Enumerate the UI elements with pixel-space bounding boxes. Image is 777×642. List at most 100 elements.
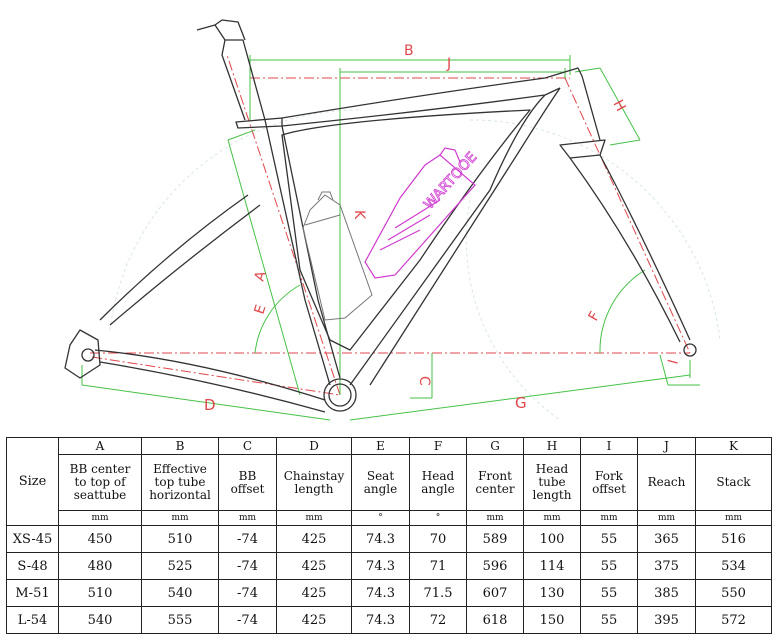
value-cell: 375 (637, 552, 696, 580)
desc-line: Reach (647, 475, 686, 489)
value-cell: 71.5 (409, 579, 467, 607)
col-unit: mm (695, 510, 772, 526)
desc-line: tube (538, 475, 566, 489)
value-cell: 607 (466, 579, 524, 607)
value-cell: 74.3 (351, 606, 410, 634)
reference-arcs (109, 109, 721, 421)
dim-label-f: F (586, 309, 604, 324)
desc-line: length (294, 481, 334, 496)
value-cell: 425 (276, 552, 352, 580)
value-cell: 74.3 (351, 525, 410, 553)
value-cell: 540 (58, 606, 142, 634)
bike-frame (64, 19, 697, 413)
dim-label-g: G (515, 394, 527, 412)
desc-line: center (475, 481, 515, 496)
value-cell: 534 (695, 552, 772, 580)
value-cell: 150 (523, 606, 581, 634)
table-row: L-54 540 555 -74 425 74.3 72 618 150 55 … (6, 606, 772, 634)
value-cell: -74 (218, 552, 277, 580)
value-cell: 618 (466, 606, 524, 634)
value-cell: 589 (466, 525, 524, 553)
value-cell: 55 (580, 579, 638, 607)
col-unit: mm (141, 510, 219, 526)
value-cell: 425 (276, 606, 352, 634)
desc-line: offset (230, 481, 265, 496)
value-cell: -74 (218, 579, 277, 607)
dim-label-h: H (609, 97, 628, 114)
value-cell: 450 (58, 525, 142, 553)
col-letter: B (141, 437, 219, 455)
size-cell: S-48 (6, 552, 59, 580)
col-letter: J (637, 437, 696, 455)
value-cell: 516 (695, 525, 772, 553)
value-cell: 596 (466, 552, 524, 580)
value-cell: 510 (141, 525, 219, 553)
value-cell: -74 (218, 606, 277, 634)
value-cell: 70 (409, 525, 467, 553)
table-letter-row: Size A B C D E F G H I J K (6, 437, 772, 526)
value-cell: 100 (523, 525, 581, 553)
value-cell: 114 (523, 552, 581, 580)
size-cell: XS-45 (6, 525, 59, 553)
col-letter: H (523, 437, 581, 455)
size-header: Size (6, 437, 59, 526)
desc-line: seattube (73, 488, 127, 502)
col-unit: ° (409, 510, 467, 526)
desc-line: offset (592, 481, 626, 496)
desc-line: angle (421, 481, 455, 496)
front-water-bottle: WARTOOE (364, 147, 481, 279)
value-cell: 525 (141, 552, 219, 580)
desc-line: BB (238, 468, 257, 483)
col-unit: mm (218, 510, 277, 526)
col-unit: mm (276, 510, 352, 526)
value-cell: 130 (523, 579, 581, 607)
dim-label-d: D (204, 396, 216, 414)
value-cell: 55 (580, 552, 638, 580)
desc-line: Chainstay (283, 468, 345, 483)
desc-line: Front (478, 468, 512, 483)
dim-label-e: E (252, 303, 270, 316)
dim-label-b: B (404, 43, 414, 59)
value-cell: 74.3 (351, 579, 410, 607)
desc-line: to top of (74, 475, 126, 489)
col-letter: C (218, 437, 277, 455)
dim-label-c: C (416, 376, 432, 386)
desc-line: Stack (716, 475, 751, 489)
col-description: Reach (637, 454, 696, 511)
dim-label-i: I (665, 358, 682, 366)
col-letter: G (466, 437, 524, 455)
value-cell: 55 (580, 525, 638, 553)
value-cell: 55 (580, 606, 638, 634)
dim-label-j: J (446, 56, 451, 72)
value-cell: 425 (276, 525, 352, 553)
table-row: XS-45 450 510 -74 425 74.3 70 589 100 55… (6, 525, 772, 553)
desc-line: Fork (595, 468, 623, 483)
table-unit-row: mm mm mm mm ° ° mm mm mm mm mm (7, 510, 772, 526)
value-cell: 480 (58, 552, 142, 580)
value-cell: 510 (58, 579, 142, 607)
col-description: Stack (695, 454, 772, 511)
value-cell: 74.3 (351, 552, 410, 580)
desc-line: BB center (69, 462, 131, 476)
desc-line: Seat (366, 468, 395, 483)
dimension-lines (81, 55, 700, 421)
value-cell: 395 (637, 606, 696, 634)
desc-line: angle (363, 481, 398, 496)
desc-line: length (532, 488, 572, 502)
col-letter: E (351, 437, 410, 455)
col-unit: mm (637, 510, 696, 526)
value-cell: 71 (409, 552, 467, 580)
desc-line: top tube (154, 475, 206, 489)
value-cell: 365 (637, 525, 696, 553)
value-cell: 572 (695, 606, 772, 634)
